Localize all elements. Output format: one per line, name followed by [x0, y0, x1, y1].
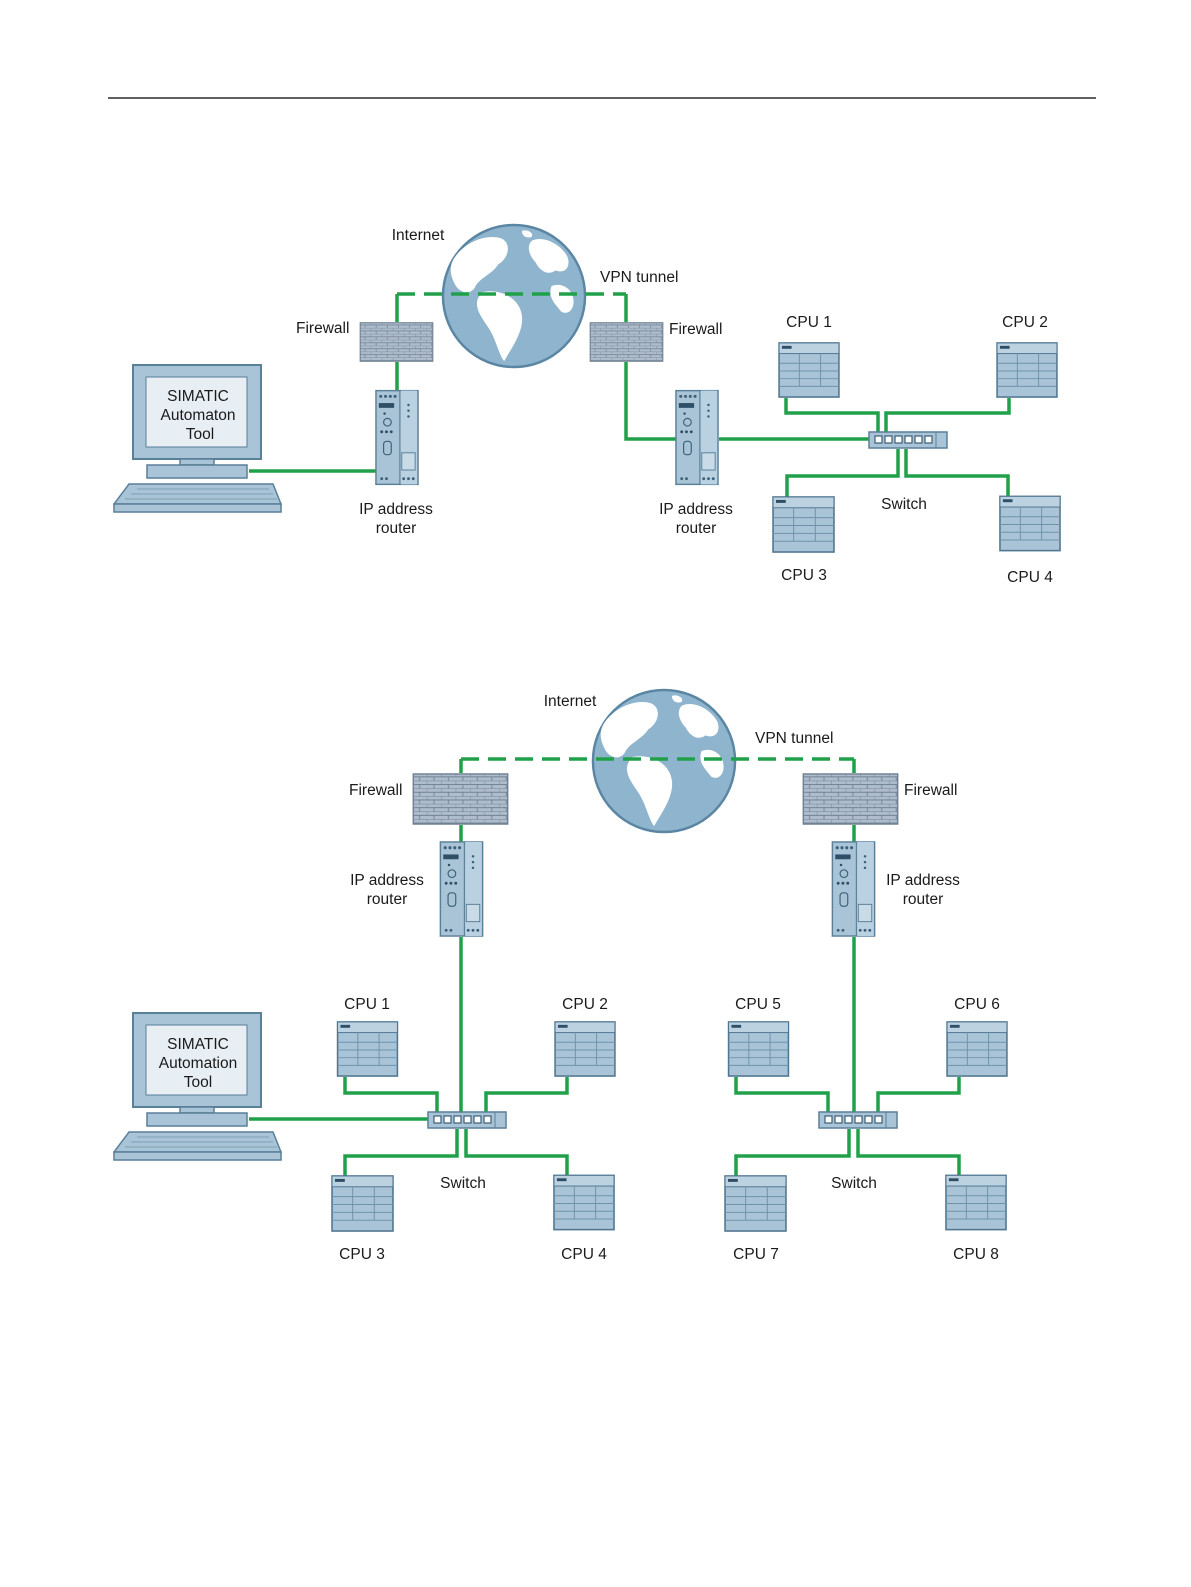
- label-cpu: CPU 3: [339, 1246, 385, 1263]
- label-router: IP address: [350, 872, 424, 889]
- label-cpu: CPU 3: [781, 567, 827, 584]
- label-router: router: [903, 891, 944, 908]
- plc-cpu-icon: [773, 497, 834, 552]
- pc-screen-text: SIMATIC: [167, 388, 229, 405]
- plc-cpu-icon: [729, 1022, 789, 1076]
- label-cpu: CPU 5: [735, 996, 781, 1013]
- label-router: IP address: [659, 501, 733, 518]
- label-switch: Switch: [440, 1175, 486, 1192]
- router-icon: [376, 391, 418, 485]
- label-router: router: [367, 891, 408, 908]
- switch-icon: [819, 1112, 897, 1128]
- firewall-icon: [413, 774, 507, 824]
- label-firewall: Firewall: [669, 321, 722, 338]
- label-cpu: CPU 7: [733, 1246, 779, 1263]
- plc-cpu-icon: [1000, 496, 1060, 550]
- pc-screen-text: Automation: [159, 1055, 237, 1072]
- firewall-icon: [590, 323, 663, 362]
- label-cpu: CPU 1: [786, 314, 832, 331]
- label-cpu: CPU 4: [561, 1246, 607, 1263]
- router-icon: [832, 842, 874, 936]
- label-switch: Switch: [831, 1175, 877, 1192]
- label-cpu: CPU 2: [1002, 314, 1048, 331]
- label-router: IP address: [886, 872, 960, 889]
- pc-screen-text: Automaton: [161, 407, 236, 424]
- globe-icon: [593, 690, 735, 832]
- plc-cpu-icon: [779, 343, 839, 397]
- plc-cpu-icon: [947, 1022, 1007, 1076]
- label-firewall: Firewall: [349, 782, 402, 799]
- pc-screen-text: Tool: [186, 426, 214, 443]
- label-cpu: CPU 6: [954, 996, 1000, 1013]
- label-firewall: Firewall: [296, 320, 349, 337]
- plc-cpu-icon: [997, 343, 1057, 397]
- label-internet: Internet: [544, 693, 597, 710]
- label-cpu: CPU 2: [562, 996, 608, 1013]
- plc-cpu-icon: [725, 1176, 786, 1231]
- plc-cpu-icon: [338, 1022, 398, 1076]
- router-icon: [440, 842, 482, 936]
- figure-2: Internet VPN tunnel Firewall Firewall IP…: [114, 690, 1007, 1263]
- plc-cpu-icon: [554, 1175, 614, 1229]
- label-internet: Internet: [392, 227, 445, 244]
- switch-icon: [869, 432, 947, 448]
- label-firewall: Firewall: [904, 782, 957, 799]
- label-router: IP address: [359, 501, 433, 518]
- label-vpn-tunnel: VPN tunnel: [600, 269, 678, 286]
- plc-cpu-icon: [555, 1022, 615, 1076]
- label-vpn-tunnel: VPN tunnel: [755, 730, 833, 747]
- label-switch: Switch: [881, 496, 927, 513]
- figure-1: Internet VPN tunnel Firewall Firewall IP…: [114, 225, 1060, 586]
- label-cpu: CPU 8: [953, 1246, 999, 1263]
- switch-icon: [428, 1112, 506, 1128]
- label-router: router: [376, 520, 417, 537]
- label-cpu: CPU 1: [344, 996, 390, 1013]
- pc-screen-text: SIMATIC: [167, 1036, 229, 1053]
- plc-cpu-icon: [332, 1176, 393, 1231]
- plc-cpu-icon: [946, 1175, 1006, 1229]
- firewall-icon: [360, 323, 433, 362]
- label-router: router: [676, 520, 717, 537]
- label-cpu: CPU 4: [1007, 569, 1053, 586]
- globe-icon: [443, 225, 585, 367]
- pc-screen-text: Tool: [184, 1074, 212, 1091]
- firewall-icon: [803, 774, 897, 824]
- router-icon: [676, 391, 718, 485]
